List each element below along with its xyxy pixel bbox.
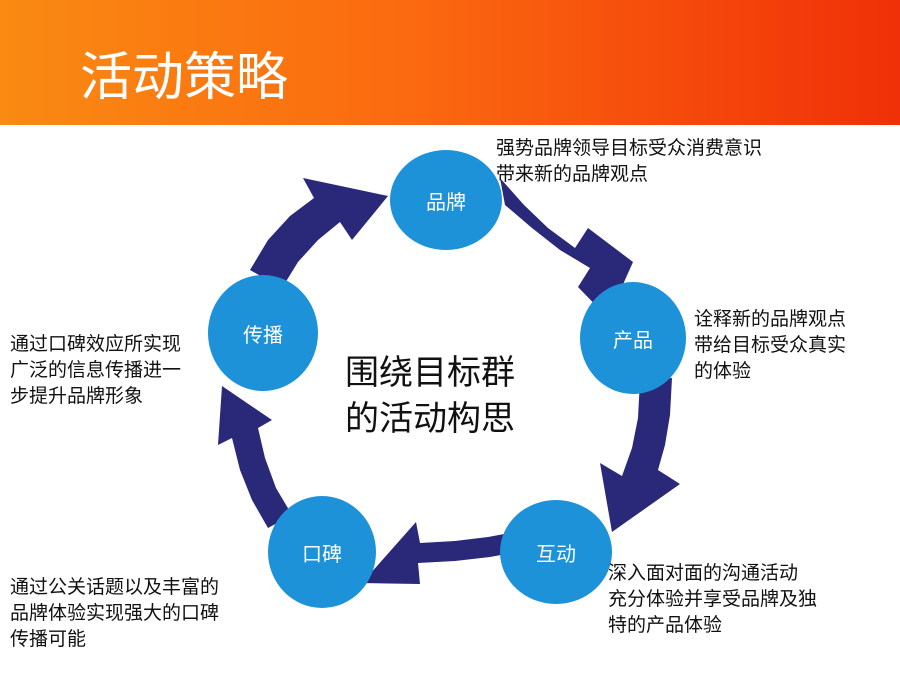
desc-line: 步提升品牌形象	[10, 385, 144, 407]
node-brand-label: 品牌	[426, 189, 466, 214]
desc-line: 诠释新的品牌观点	[694, 308, 847, 330]
desc-line: 通过公关话题以及丰富的	[10, 576, 220, 598]
arrow-interaction-to-wordofmouth	[362, 522, 512, 584]
desc-line: 的体验	[694, 360, 752, 382]
desc-line: 深入面对面的沟通活动	[608, 562, 799, 584]
desc-word-of-mouth: 通过公关话题以及丰富的 品牌体验实现强大的口碑 传播可能	[10, 574, 219, 652]
node-word-of-mouth: 口碑	[268, 496, 376, 608]
arrow-spread-to-brand	[250, 178, 388, 288]
node-word-of-mouth-label: 口碑	[302, 541, 342, 566]
desc-line: 带来新的品牌观点	[496, 163, 649, 185]
node-product: 产品	[580, 282, 686, 394]
center-caption: 围绕目标群 的活动构思	[345, 350, 545, 442]
page-title: 活动策略	[80, 48, 289, 108]
desc-line: 传播可能	[10, 628, 87, 650]
desc-brand: 强势品牌领导目标受众消费意识 带来新的品牌观点	[496, 135, 762, 187]
node-spread-label: 传播	[243, 322, 283, 347]
node-interaction: 互动	[500, 500, 612, 604]
center-line-1: 围绕目标群	[345, 353, 515, 393]
node-product-label: 产品	[613, 327, 653, 352]
desc-line: 广泛的信息传播进一	[10, 359, 182, 381]
desc-line: 带给目标受众真实	[694, 334, 847, 356]
desc-line: 通过口碑效应所实现	[10, 333, 182, 355]
center-line-2: 的活动构思	[345, 399, 515, 439]
desc-interaction: 深入面对面的沟通活动 充分体验并享受品牌及独 特的产品体验	[608, 560, 817, 638]
node-spread: 传播	[208, 275, 318, 391]
header-banner: 活动策略	[0, 0, 900, 125]
desc-line: 强势品牌领导目标受众消费意识	[496, 137, 763, 159]
desc-line: 品牌体验实现强大的口碑	[10, 602, 220, 624]
node-brand: 品牌	[390, 150, 502, 250]
arrow-brand-to-product	[500, 178, 633, 318]
arrow-wordofmouth-to-spread	[218, 386, 292, 528]
desc-product: 诠释新的品牌观点 带给目标受众真实 的体验	[694, 306, 846, 384]
desc-line: 特的产品体验	[608, 614, 723, 636]
node-interaction-label: 互动	[536, 541, 576, 566]
arrow-product-to-interaction	[600, 378, 680, 532]
desc-spread: 通过口碑效应所实现 广泛的信息传播进一 步提升品牌形象	[10, 331, 181, 409]
desc-line: 充分体验并享受品牌及独	[608, 588, 818, 610]
